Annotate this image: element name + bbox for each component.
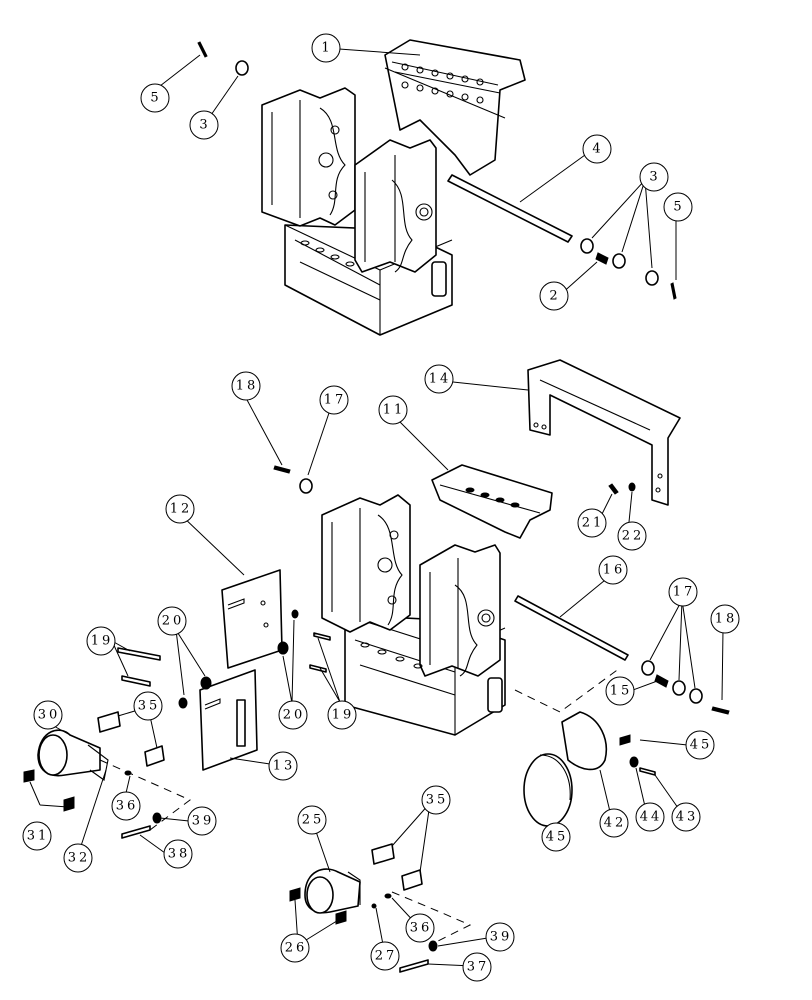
callout-3: 3: [639, 162, 669, 192]
callout-45: 45: [541, 822, 571, 852]
callout-11: 11: [378, 395, 408, 425]
callout-36: 36: [111, 791, 141, 821]
svg-text:27: 27: [375, 949, 398, 964]
svg-text:22: 22: [622, 529, 645, 544]
callout-43: 43: [671, 802, 701, 832]
callout-17: 17: [319, 385, 349, 415]
svg-text:17: 17: [673, 585, 696, 600]
svg-text:19: 19: [91, 634, 114, 649]
svg-text:35: 35: [138, 699, 161, 714]
callout-35: 35: [133, 691, 163, 721]
bracket-11: [431, 464, 553, 539]
callout-13: 13: [268, 751, 298, 781]
upper-mounting-bracket: [384, 39, 526, 176]
middle-frame: [321, 494, 506, 736]
callout-4: 4: [582, 134, 612, 164]
svg-text:39: 39: [490, 930, 513, 945]
svg-text:42: 42: [604, 816, 627, 831]
callout-2: 2: [539, 281, 569, 311]
svg-text:5: 5: [673, 200, 684, 215]
callouts: 1 5 3 4 3 5 2 18 17 14 11 21 22 12 16 17…: [22, 33, 740, 982]
svg-text:13: 13: [273, 759, 296, 774]
callout-30: 30: [33, 700, 63, 730]
middle-hardware: [117, 465, 730, 715]
svg-text:32: 32: [68, 851, 91, 866]
svg-text:38: 38: [168, 847, 191, 862]
callout-27: 27: [370, 941, 400, 971]
shaft-16: [514, 595, 629, 661]
callout-12: 12: [165, 494, 195, 524]
svg-text:12: 12: [170, 502, 193, 517]
upper-frame: [261, 87, 453, 336]
svg-text:3: 3: [199, 118, 210, 133]
callout-21: 21: [577, 508, 607, 538]
plates-12-13: [199, 569, 283, 771]
svg-text:16: 16: [603, 563, 626, 578]
svg-text:15: 15: [610, 684, 633, 699]
svg-text:4: 4: [592, 142, 603, 157]
svg-text:39: 39: [192, 814, 215, 829]
callout-17: 17: [668, 577, 698, 607]
svg-text:1: 1: [321, 41, 332, 56]
svg-text:45: 45: [546, 830, 569, 845]
svg-text:18: 18: [236, 379, 259, 394]
callout-39: 39: [187, 806, 217, 836]
upper-hardware: [197, 41, 677, 300]
svg-text:36: 36: [410, 921, 433, 936]
callout-5: 5: [663, 192, 693, 222]
callout-35: 35: [421, 785, 451, 815]
svg-text:5: 5: [150, 91, 161, 106]
bracket-14: [527, 359, 681, 506]
callout-19: 19: [327, 700, 357, 730]
svg-text:26: 26: [285, 941, 308, 956]
callout-20: 20: [157, 606, 187, 636]
svg-text:37: 37: [467, 960, 490, 975]
callout-36: 36: [405, 913, 435, 943]
svg-text:17: 17: [324, 393, 347, 408]
svg-text:43: 43: [676, 810, 699, 825]
svg-text:2: 2: [549, 289, 560, 304]
svg-text:14: 14: [429, 372, 452, 387]
callout-1: 1: [311, 33, 341, 63]
svg-text:35: 35: [426, 793, 449, 808]
callout-20: 20: [278, 700, 308, 730]
callout-18: 18: [231, 371, 261, 401]
right-covers: [514, 667, 656, 827]
svg-text:20: 20: [162, 614, 185, 629]
lower-assembly: [289, 843, 472, 973]
callout-32: 32: [63, 843, 93, 873]
callout-5: 5: [140, 83, 170, 113]
svg-text:36: 36: [116, 799, 139, 814]
callout-39: 39: [485, 922, 515, 952]
callout-14: 14: [424, 364, 454, 394]
left-assembly: [23, 711, 191, 839]
callout-44: 44: [635, 802, 665, 832]
svg-text:44: 44: [640, 810, 663, 825]
callout-26: 26: [280, 933, 310, 963]
svg-text:3: 3: [649, 170, 660, 185]
callout-25: 25: [297, 805, 327, 835]
svg-text:30: 30: [38, 708, 61, 723]
svg-text:20: 20: [283, 708, 306, 723]
callout-15: 15: [605, 676, 635, 706]
callout-22: 22: [617, 521, 647, 551]
svg-text:31: 31: [27, 829, 50, 844]
svg-text:19: 19: [332, 708, 355, 723]
callout-16: 16: [598, 555, 628, 585]
svg-text:21: 21: [582, 516, 605, 531]
svg-text:45: 45: [690, 738, 713, 753]
callout-18: 18: [710, 604, 740, 634]
svg-text:11: 11: [383, 403, 406, 418]
callout-3: 3: [189, 110, 219, 140]
callout-19: 19: [86, 626, 116, 656]
callout-45: 45: [685, 730, 715, 760]
svg-text:18: 18: [715, 612, 738, 627]
callout-31: 31: [22, 821, 52, 851]
callout-37: 37: [462, 952, 492, 982]
callout-42: 42: [599, 808, 629, 838]
upper-shaft: [447, 174, 573, 243]
callout-38: 38: [163, 839, 193, 869]
svg-text:25: 25: [302, 813, 325, 828]
